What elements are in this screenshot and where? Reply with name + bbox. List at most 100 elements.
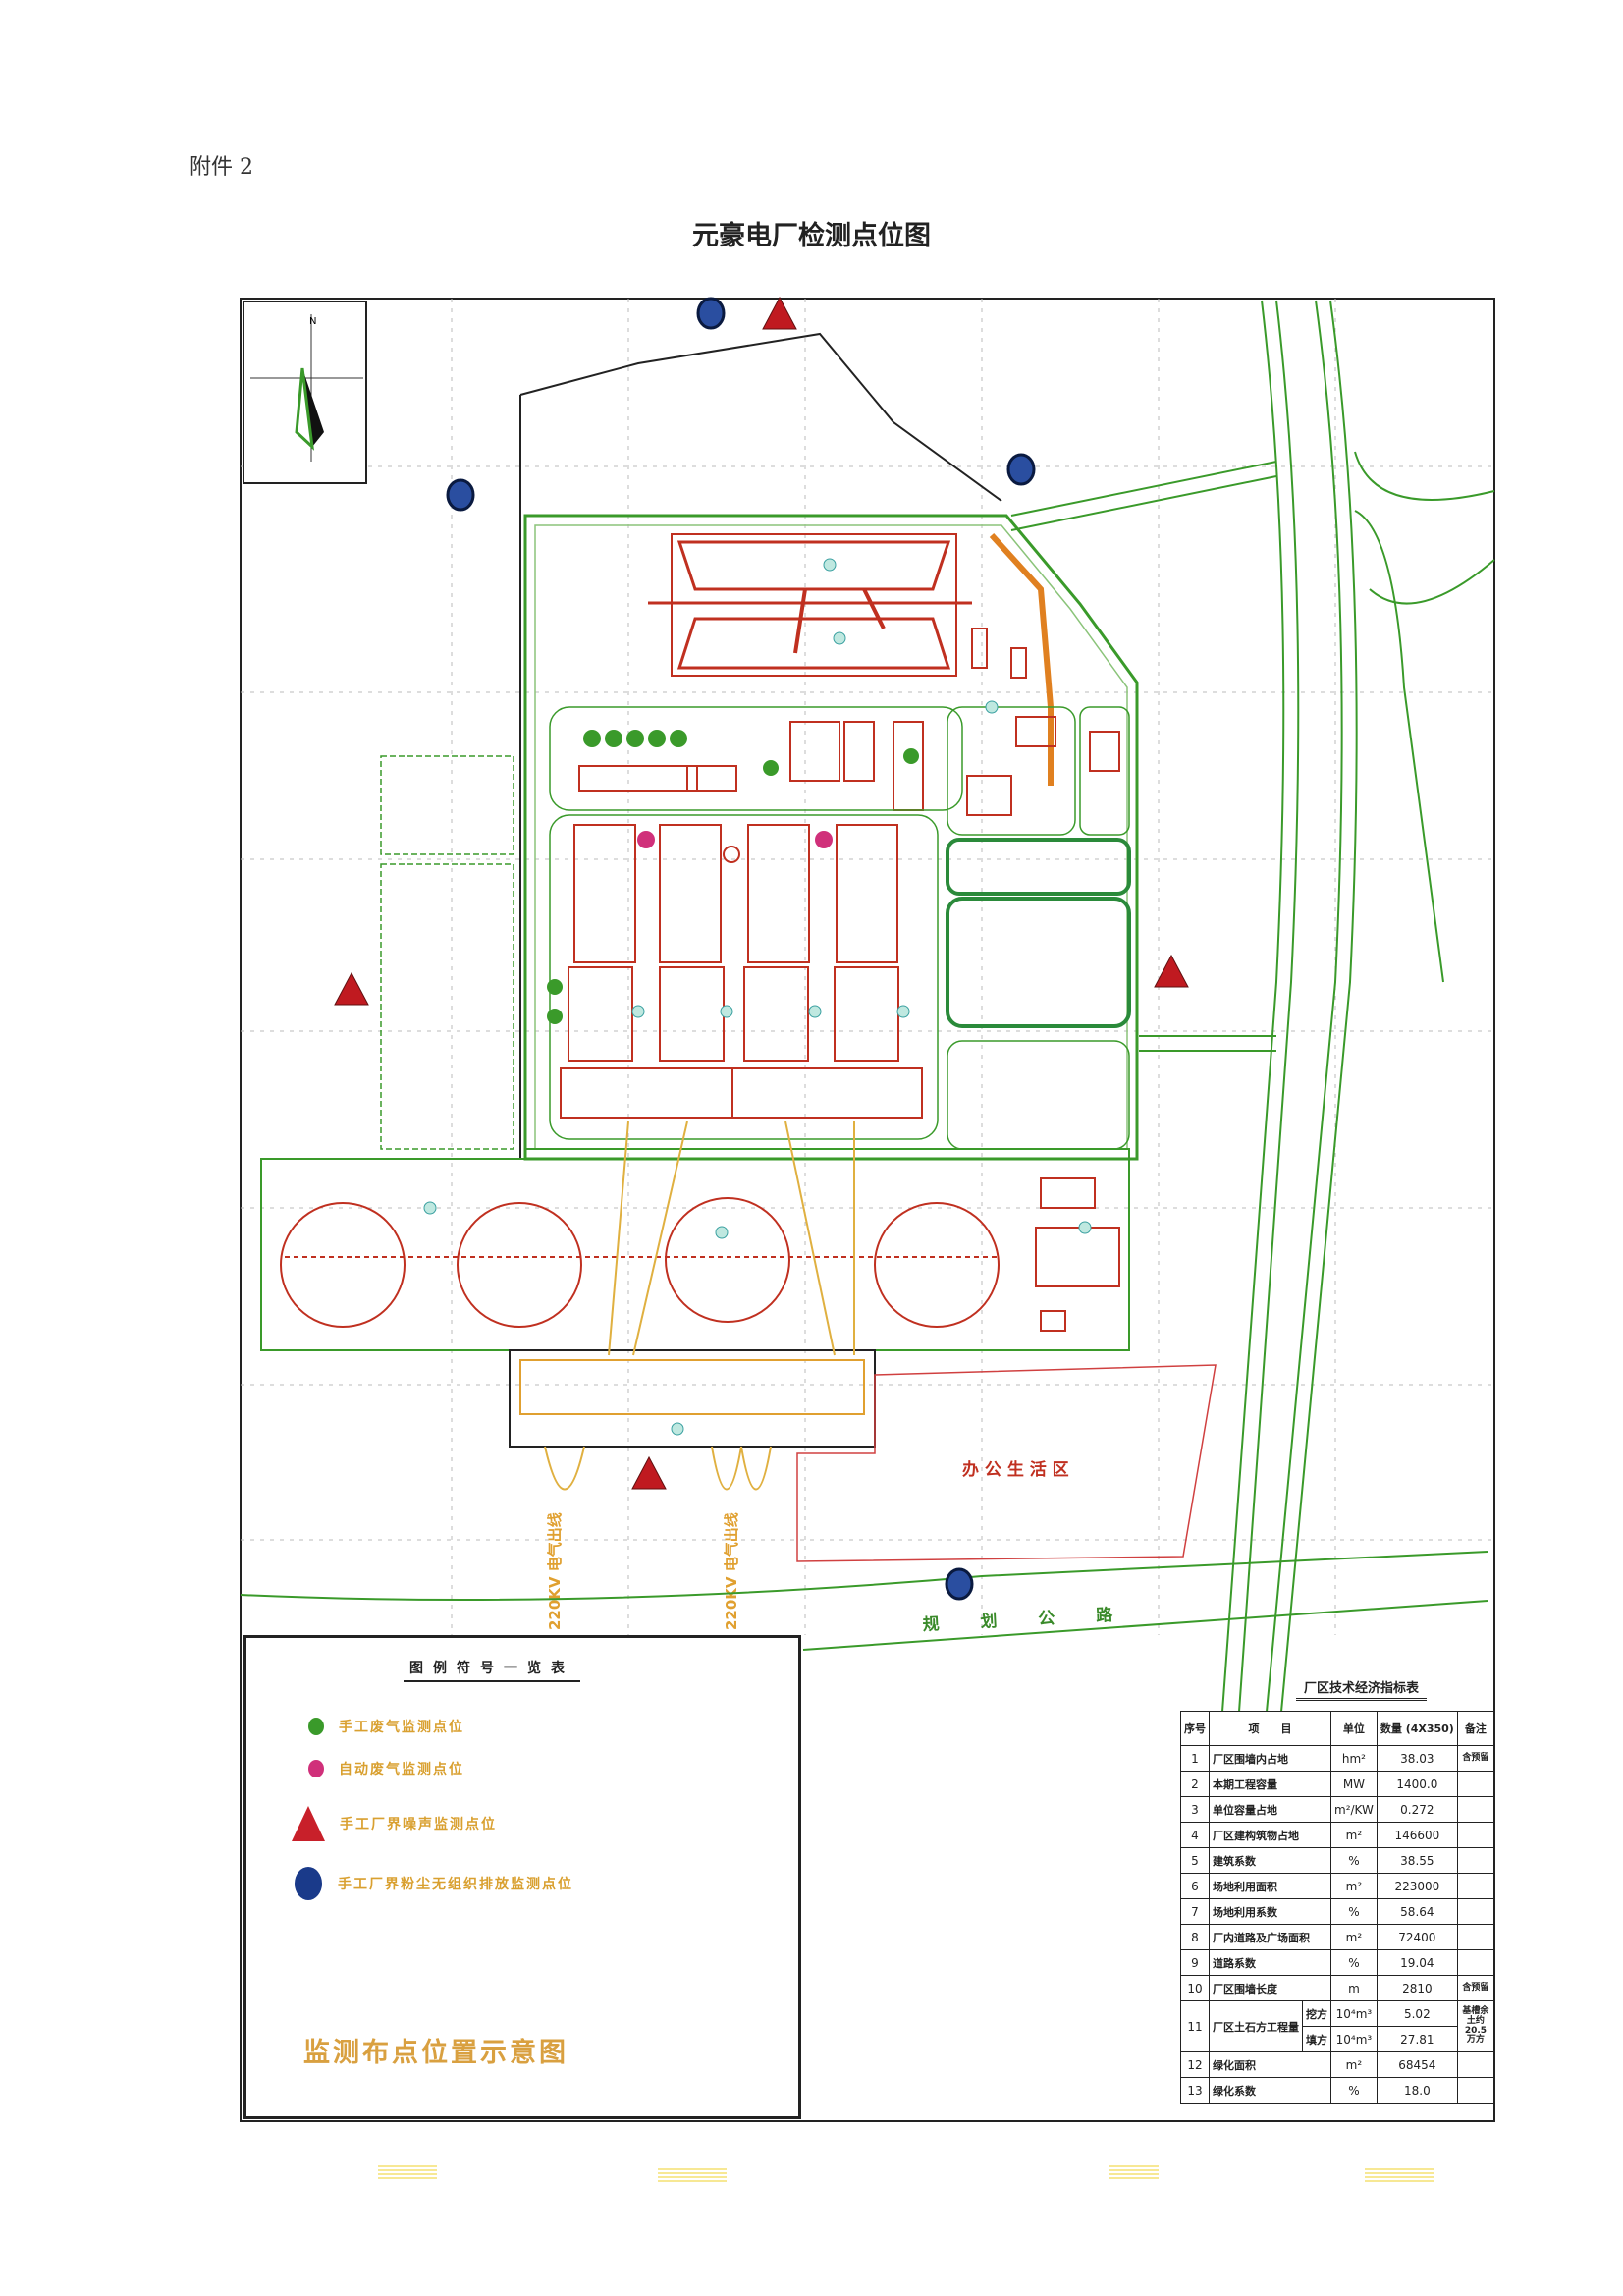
row-no: 9	[1180, 1949, 1210, 1976]
row-unit: m²	[1330, 1924, 1378, 1950]
dust-monitor-point-northeast	[1006, 453, 1036, 486]
auto-exhaust-point	[637, 831, 655, 848]
row-note	[1456, 1873, 1495, 1899]
row-note	[1456, 2077, 1495, 2104]
planned-road-label: 规 划 公 路	[922, 1604, 1131, 1635]
row-unit: MW	[1330, 1771, 1378, 1797]
auto-exhaust-point	[815, 831, 833, 848]
row-item: 厂内道路及广场面积	[1209, 1924, 1331, 1950]
row-item: 厂区土石方工程量	[1209, 2000, 1303, 2052]
dust-monitor-point-north	[696, 297, 726, 330]
blue-circle-icon	[295, 1867, 322, 1900]
compass: N	[243, 301, 367, 484]
row-value: 1400.0	[1376, 1771, 1458, 1797]
row-unit: m²	[1330, 1873, 1378, 1899]
legend-item-noise: 手工厂界噪声监测点位	[291, 1805, 497, 1842]
row-no: 1	[1180, 1745, 1210, 1772]
row-subitem: 挖方	[1302, 2000, 1331, 2027]
row-note	[1456, 1847, 1495, 1874]
planned-road	[240, 1551, 1488, 1651]
row-unit: hm²	[1330, 1745, 1378, 1772]
legend-item-manual-exhaust: 手工废气监测点位	[307, 1717, 464, 1736]
table-header-row: 序号 项 目 单位 数量 (4X350) 备注	[1180, 1711, 1495, 1746]
row-unit: m²	[1330, 1822, 1378, 1848]
legend-item-dust: 手工厂界粉尘无组织排放监测点位	[293, 1866, 573, 1901]
line-out-label-2: 220KV 电气出线	[723, 1512, 740, 1630]
row-subitem: 填方	[1302, 2026, 1331, 2052]
row-no: 7	[1180, 1898, 1210, 1925]
row-value: 38.55	[1376, 1847, 1458, 1874]
row-item: 绿化面积	[1209, 2051, 1331, 2078]
row-unit: %	[1330, 2077, 1378, 2104]
scan-artifact	[658, 2168, 727, 2182]
row-item: 单位容量占地	[1209, 1796, 1331, 1823]
row-value: 146600	[1376, 1822, 1458, 1848]
row-note	[1456, 1949, 1495, 1976]
attachment-label: 附件 2	[189, 155, 253, 180]
row-unit: %	[1330, 1898, 1378, 1925]
auxiliary-buildings	[578, 628, 1120, 816]
green-circle-icon	[308, 1718, 324, 1735]
row-value: 68454	[1376, 2051, 1458, 2078]
legend-label: 手工厂界噪声监测点位	[340, 1817, 497, 1832]
header-note: 备注	[1456, 1711, 1495, 1746]
legend-label: 自动废气监测点位	[339, 1762, 464, 1777]
compass-north-label: N	[309, 316, 316, 327]
row-note	[1456, 1796, 1495, 1823]
noise-monitor-point-south	[631, 1455, 667, 1490]
row-item: 厂区围墙长度	[1209, 1975, 1331, 2001]
red-triangle-icon	[292, 1806, 325, 1841]
row-item: 场地利用系数	[1209, 1898, 1331, 1925]
row-item: 绿化系数	[1209, 2077, 1331, 2104]
dust-monitor-point-south	[945, 1567, 974, 1601]
scan-artifact	[1109, 2165, 1159, 2179]
legend-label: 手工厂界粉尘无组织排放监测点位	[338, 1877, 573, 1892]
row-unit: m²/KW	[1330, 1796, 1378, 1823]
row-note: 含预留	[1456, 1975, 1495, 2001]
legend-title: 图例符号一览表	[404, 1658, 580, 1682]
row-no: 12	[1180, 2051, 1210, 2078]
row-note	[1456, 1898, 1495, 1925]
row-value: 5.02	[1376, 2000, 1458, 2027]
row-unit: %	[1330, 1949, 1378, 1976]
header-item: 项 目	[1209, 1711, 1331, 1746]
scan-artifact	[1365, 2168, 1434, 2182]
row-no: 3	[1180, 1796, 1210, 1823]
header-unit: 单位	[1330, 1711, 1378, 1746]
row-unit: m²	[1330, 2051, 1378, 2078]
magenta-circle-icon	[308, 1760, 324, 1777]
noise-monitor-point-north	[762, 296, 797, 330]
row-no: 13	[1180, 2077, 1210, 2104]
row-item: 本期工程容量	[1209, 1771, 1331, 1797]
row-note	[1456, 1924, 1495, 1950]
office-area	[796, 1364, 1217, 1562]
noise-monitor-point-west	[334, 971, 369, 1006]
row-unit: %	[1330, 1847, 1378, 1874]
row-no: 4	[1180, 1822, 1210, 1848]
row-value: 18.0	[1376, 2077, 1458, 2104]
row-value: 72400	[1376, 1924, 1458, 1950]
coal-yard	[648, 532, 1054, 786]
row-value: 2810	[1376, 1975, 1458, 2001]
manual-exhaust-points	[547, 730, 919, 1024]
row-note	[1456, 1822, 1495, 1848]
row-item: 场地利用面积	[1209, 1873, 1331, 1899]
row-no: 5	[1180, 1847, 1210, 1874]
row-unit: 10⁴m³	[1330, 2000, 1378, 2027]
row-value: 27.81	[1376, 2026, 1458, 2052]
row-no: 2	[1180, 1771, 1210, 1797]
row-value: 38.03	[1376, 1745, 1458, 1772]
header-value: 数量 (4X350)	[1376, 1711, 1458, 1746]
row-item: 厂区建构筑物占地	[1209, 1822, 1331, 1848]
line-out-label-1: 220KV 电气出线	[546, 1512, 564, 1630]
